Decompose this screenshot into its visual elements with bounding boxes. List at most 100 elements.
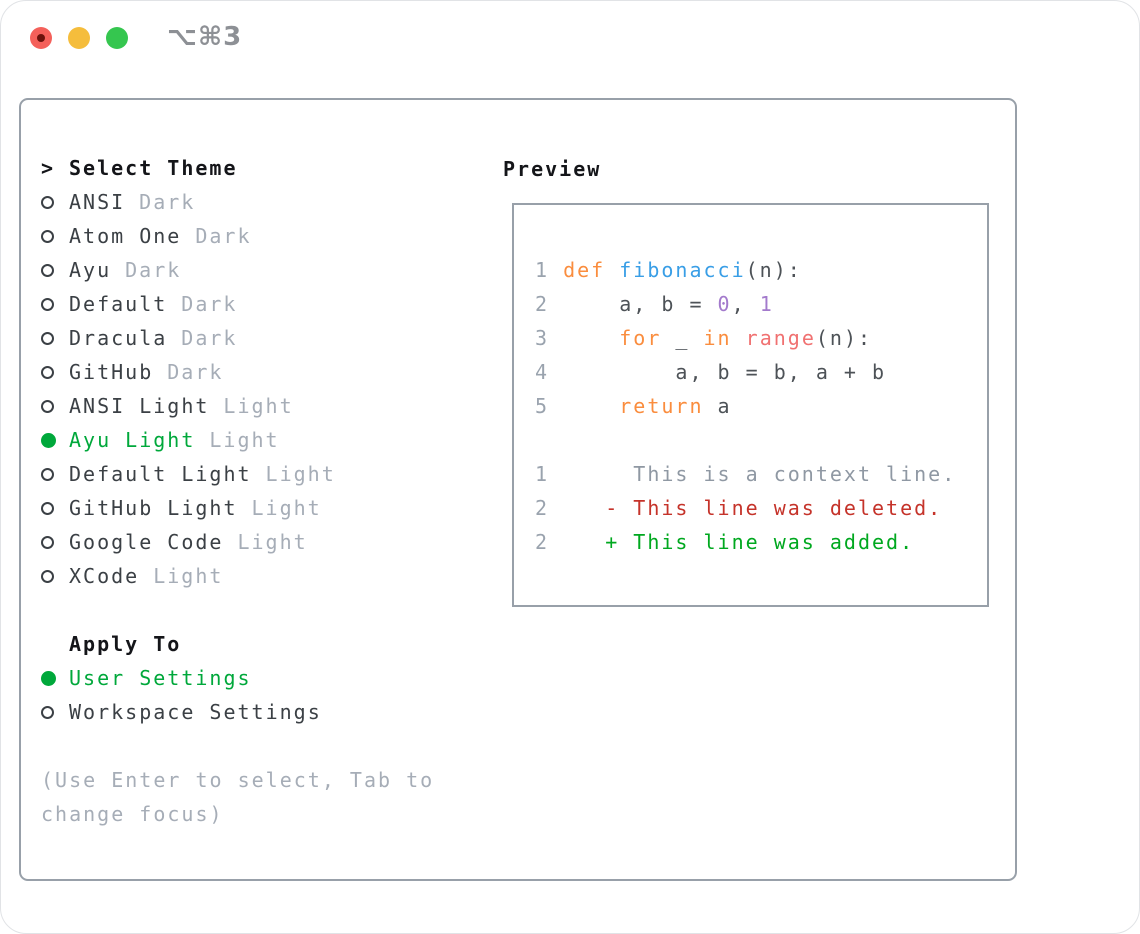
line-number: 2 xyxy=(535,496,564,520)
code-token xyxy=(605,258,619,282)
line-number: 2 xyxy=(535,530,564,554)
theme-option[interactable]: XCode Light xyxy=(41,559,434,593)
theme-variant-badge: Dark xyxy=(181,292,238,316)
radio-unselected-icon xyxy=(41,195,69,209)
option-label: GitHub Light xyxy=(69,496,238,520)
theme-variant-badge: Dark xyxy=(167,360,224,384)
option-label: Google Code xyxy=(69,530,224,554)
theme-variant-badge: Light xyxy=(251,496,322,520)
theme-variant-badge: Light xyxy=(153,564,224,588)
option-label: Ayu xyxy=(69,258,112,282)
radio-unselected-icon xyxy=(41,501,69,515)
code-line: 2 a, b = 0, 1 xyxy=(535,287,987,321)
spacer-row xyxy=(41,729,434,763)
option-label: GitHub xyxy=(69,360,154,384)
preview-title: Preview xyxy=(503,157,602,181)
close-button[interactable] xyxy=(30,27,52,49)
option-label: User Settings xyxy=(69,666,252,690)
option-label: ANSI xyxy=(69,190,126,214)
code-line: 1 This is a context line. xyxy=(535,457,987,491)
code-token xyxy=(563,326,619,350)
spacer-row xyxy=(41,593,434,627)
code-line: 2 + This line was added. xyxy=(535,525,987,559)
option-label: ANSI Light xyxy=(69,394,210,418)
radio-selected-icon xyxy=(41,670,69,686)
line-number: 5 xyxy=(535,394,564,418)
code-line xyxy=(535,423,987,457)
code-line: 2 - This line was deleted. xyxy=(535,491,987,525)
theme-variant-badge: Light xyxy=(223,394,294,418)
option-label: Workspace Settings xyxy=(69,700,322,724)
radio-unselected-icon xyxy=(41,263,69,277)
option-label: Atom One xyxy=(69,224,182,248)
theme-option[interactable]: Ayu Light Light xyxy=(41,423,434,457)
code-token: for xyxy=(619,326,662,350)
code-token: 1 xyxy=(759,292,774,316)
line-number: 1 xyxy=(535,258,564,282)
code-token: range xyxy=(745,326,816,350)
code-token: a xyxy=(703,394,732,418)
code-token: a, b = xyxy=(563,292,718,316)
apply-to-header: Apply To xyxy=(41,627,434,661)
option-label: XCode xyxy=(69,564,140,588)
window-title: ⌥⌘3 xyxy=(167,22,243,52)
theme-variant-badge: Dark xyxy=(125,258,182,282)
zoom-button[interactable] xyxy=(106,27,128,49)
code-token: 0 xyxy=(717,292,732,316)
option-label: Default Light xyxy=(69,462,252,486)
code-line: 1 def fibonacci(n): xyxy=(535,253,987,287)
theme-option[interactable]: Ayu Dark xyxy=(41,253,434,287)
code-token: (n): xyxy=(745,258,802,282)
code-token xyxy=(732,326,746,350)
radio-unselected-icon xyxy=(41,467,69,481)
code-token: def xyxy=(563,258,606,282)
code-token: a, b = b, a + b xyxy=(563,360,887,384)
theme-option[interactable]: ANSI Light Light xyxy=(41,389,434,423)
code-token: - This line was deleted. xyxy=(563,496,943,520)
radio-unselected-icon xyxy=(41,399,69,413)
radio-unselected-icon xyxy=(41,297,69,311)
apply-to-option[interactable]: Workspace Settings xyxy=(41,695,434,729)
code-line: 5 return a xyxy=(535,389,987,423)
line-number: 1 xyxy=(535,462,564,486)
option-label: Ayu Light xyxy=(69,428,196,452)
code-token: , xyxy=(731,292,760,316)
radio-unselected-icon xyxy=(41,365,69,379)
code-token: fibonacci xyxy=(619,258,746,282)
minimize-button[interactable] xyxy=(68,27,90,49)
code-token: + This line was added. xyxy=(563,530,915,554)
theme-option[interactable]: GitHub Light Light xyxy=(41,491,434,525)
theme-option[interactable]: GitHub Dark xyxy=(41,355,434,389)
cursor-chevron-icon: > xyxy=(41,156,56,180)
select-theme-title: Select Theme xyxy=(69,156,238,180)
line-number: 3 xyxy=(535,326,564,350)
theme-variant-badge: Light xyxy=(209,428,280,452)
radio-unselected-icon xyxy=(41,331,69,345)
theme-variant-badge: Dark xyxy=(181,326,238,350)
code-line: 4 a, b = b, a + b xyxy=(535,355,987,389)
code-line: 3 for _ in range(n): xyxy=(535,321,987,355)
title-bar: ⌥⌘3 xyxy=(1,1,1139,75)
radio-unselected-icon xyxy=(41,535,69,549)
theme-option[interactable]: ANSI Dark xyxy=(41,185,434,219)
radio-unselected-icon xyxy=(41,705,69,719)
hint-line: (Use Enter to select, Tab to xyxy=(41,768,435,792)
radio-unselected-icon xyxy=(41,229,69,243)
code-token: This is a context line. xyxy=(563,462,957,486)
theme-variant-badge: Dark xyxy=(139,190,196,214)
theme-variant-badge: Dark xyxy=(195,224,252,248)
code-token: in xyxy=(703,326,732,350)
theme-option[interactable]: Atom One Dark xyxy=(41,219,434,253)
code-token xyxy=(563,394,619,418)
apply-to-option[interactable]: User Settings xyxy=(41,661,434,695)
select-theme-header: > Select Theme xyxy=(41,151,434,185)
